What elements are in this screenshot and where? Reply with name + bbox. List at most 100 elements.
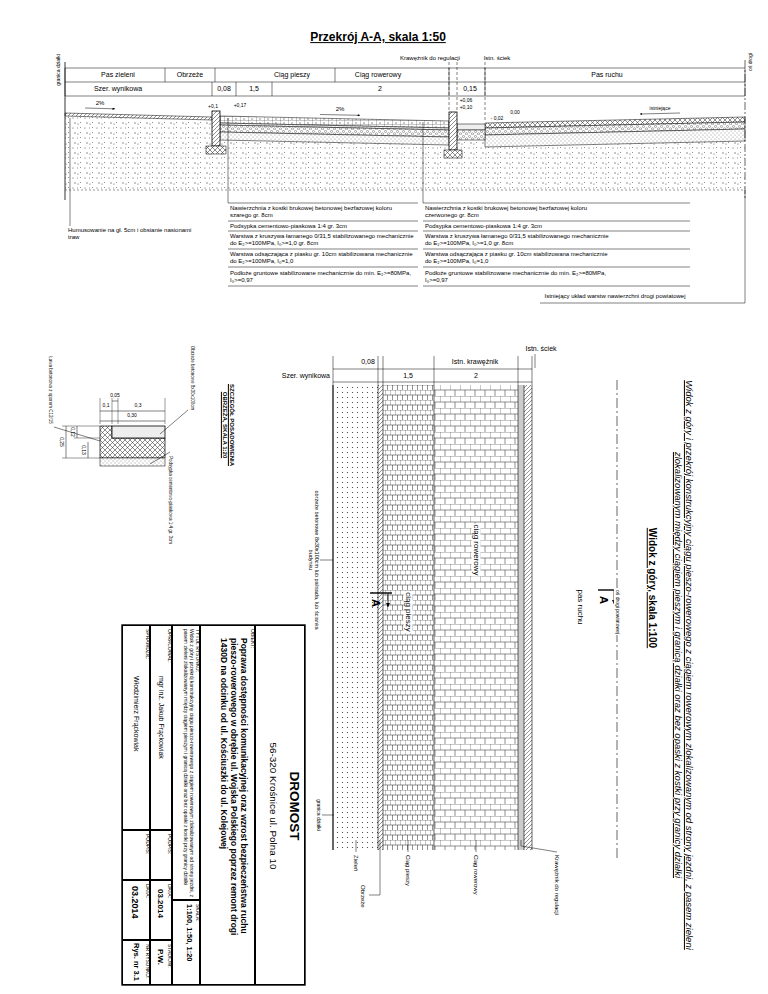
leader-line: [476, 840, 477, 852]
slope-label: istniejące: [650, 106, 671, 112]
cell-label: DATA:: [144, 884, 150, 898]
zone-name: Pas ruchu: [591, 71, 623, 79]
leader-line: [320, 560, 333, 561]
layer-description: Warstwa odsączająca z piasku gr. 10cm st…: [425, 251, 610, 265]
leader-line: [322, 815, 334, 816]
table-rule: [228, 203, 418, 204]
title-block-cell: DATA:03.2014: [150, 880, 172, 940]
cell-frame: NR RYSUNKU:Rys. nr 3.1: [123, 941, 151, 986]
slope-arrow: [640, 113, 680, 114]
strip-edge: [434, 385, 435, 850]
edging-strip: [378, 385, 383, 850]
dimension-label: 0,13: [80, 445, 86, 455]
subsoil: [65, 111, 745, 190]
leader-line: [423, 122, 424, 203]
note: Humusowanie na gł. 5cm i obsianie nasion…: [68, 227, 198, 241]
dimension-label: 1,5: [249, 85, 259, 93]
leader-line: [449, 62, 450, 110]
dimension-label: 2: [474, 372, 478, 380]
table-rule: [228, 286, 418, 287]
strip-edge: [532, 385, 533, 850]
axis-label: oś drogi powiatowej: [614, 589, 620, 635]
cell-value: 03.2014: [130, 886, 140, 919]
cell-value: Włodzimierz Frąckowiak: [132, 676, 140, 751]
callout-tag: Zieleń: [353, 855, 360, 871]
boundary-label: granica działki: [56, 54, 62, 86]
subsoil-edge: [65, 190, 745, 191]
layer-description: Podsypka cementowo-piaskowa 1:4 gr. 3cm: [425, 223, 610, 230]
zone-name: ciąg rowerowy: [471, 523, 480, 576]
sand-layer: [220, 132, 449, 145]
view-title: Przekrój A-A, skala 1:50: [310, 31, 446, 45]
dimension-tick: [165, 398, 166, 424]
cell-frame: PODPIS:: [151, 831, 173, 881]
cell-value: Rys. nr 3.1: [131, 943, 140, 981]
zone-name: Obrzeże: [177, 71, 203, 79]
edging-detail: [112, 426, 165, 438]
boundary-label: granica działki: [315, 798, 321, 832]
road-subbase-layer: [485, 129, 745, 147]
zone-name: ciąg pieszy: [403, 591, 412, 633]
cell-value: 1:100, 1:50, 1:20: [184, 904, 193, 982]
dimension-tick: [100, 398, 101, 424]
leader-line: [70, 118, 71, 226]
title-block-cell: SPRAWDZIŁ: Włodzimierz Frąckowiak: [122, 625, 150, 830]
concrete-footing: [100, 426, 165, 458]
gutter-base: [457, 130, 485, 140]
edging-footing: [206, 146, 226, 154]
title-block-cell: PODPIS:: [122, 830, 150, 880]
layer-description: Podsypka cementowo-piaskowa 1:4 gr. 3cm: [230, 223, 415, 230]
strip-edge: [524, 385, 525, 850]
cell-value: 56-320 Krośnice ul. Polna 10: [268, 626, 279, 986]
dimension-line: [65, 96, 745, 97]
level-label: 0,00: [510, 110, 520, 116]
table-rule: [423, 203, 690, 204]
callout: obrzeże betonowe 8x30x100cm lub palisada…: [308, 485, 321, 635]
title-block-cell: STADIUM:P.W.: [150, 940, 172, 985]
dimension-line: [65, 82, 745, 83]
dimension-label: 2: [378, 85, 382, 93]
level-label: +0,1: [208, 104, 218, 110]
note: Istniejący układ warstw nawierzchni drog…: [544, 293, 685, 300]
edging: [212, 111, 220, 146]
cell-frame: STADIUM:P.W.: [151, 941, 173, 986]
curb: [449, 112, 457, 150]
callout: Podsypka cementowo-piaskowa 1:4 gr. 3cm: [167, 456, 172, 544]
humus-layer: [65, 113, 212, 120]
cell-label: SKALA:: [194, 904, 200, 922]
level-label: +0,17: [234, 103, 247, 109]
dimension-tick: [212, 82, 213, 96]
gutter-strip: [524, 385, 532, 850]
dimension-line: [65, 68, 745, 69]
layer-description: Podłoże gruntowe stabilizowane mechanicz…: [230, 270, 415, 284]
dimension-tick: [518, 356, 519, 385]
dimension-tick: [378, 356, 379, 385]
layer-description: Nawierzchnia z kostki brukowej betonowej…: [425, 205, 610, 219]
strip-edge: [383, 385, 384, 850]
dimension-label: 0,25: [58, 437, 64, 447]
slope-label: 2%: [96, 100, 105, 107]
dimension-label: Szer. wynikowa: [94, 85, 142, 93]
cell-frame: SKALA:1:100, 1:50, 1:20: [173, 901, 201, 986]
dimension-label: Szer. wynikowa: [282, 372, 330, 380]
cell-frame: TYTUŁ RYSUNKU:Widok z góry i przekrój ko…: [173, 626, 201, 901]
level-label: +0,10: [460, 105, 473, 111]
plot-boundary: [65, 62, 66, 200]
callout: Ława betonowa z oporem C12/15: [47, 356, 52, 423]
cell-label: SPRAWDZIŁ:: [144, 629, 150, 659]
cell-label: OBIEKT:: [249, 629, 255, 648]
cell-label: PODPIS:: [144, 834, 150, 854]
zone-name: pas ruchu: [575, 589, 584, 624]
dimension-tick: [112, 398, 113, 424]
dimension-label: 0,15: [463, 85, 477, 93]
title-block-cell: TYTUŁ RYSUNKU:Widok z góry i przekrój ko…: [172, 625, 200, 900]
title-block-cell: PODPIS:: [150, 830, 172, 880]
cell-frame: SPRAWDZIŁ: Włodzimierz Frąckowiak: [123, 626, 151, 831]
title-block-cell: DROMOST56-320 Krośnice ul. Polna 10: [255, 625, 305, 985]
table-rule: [423, 221, 690, 222]
table-rule: [423, 267, 690, 268]
dimension-line: [88, 442, 89, 458]
cell-frame: OPRACOWAŁ:mgr inż. Jakub Frąckowiak: [151, 626, 173, 831]
